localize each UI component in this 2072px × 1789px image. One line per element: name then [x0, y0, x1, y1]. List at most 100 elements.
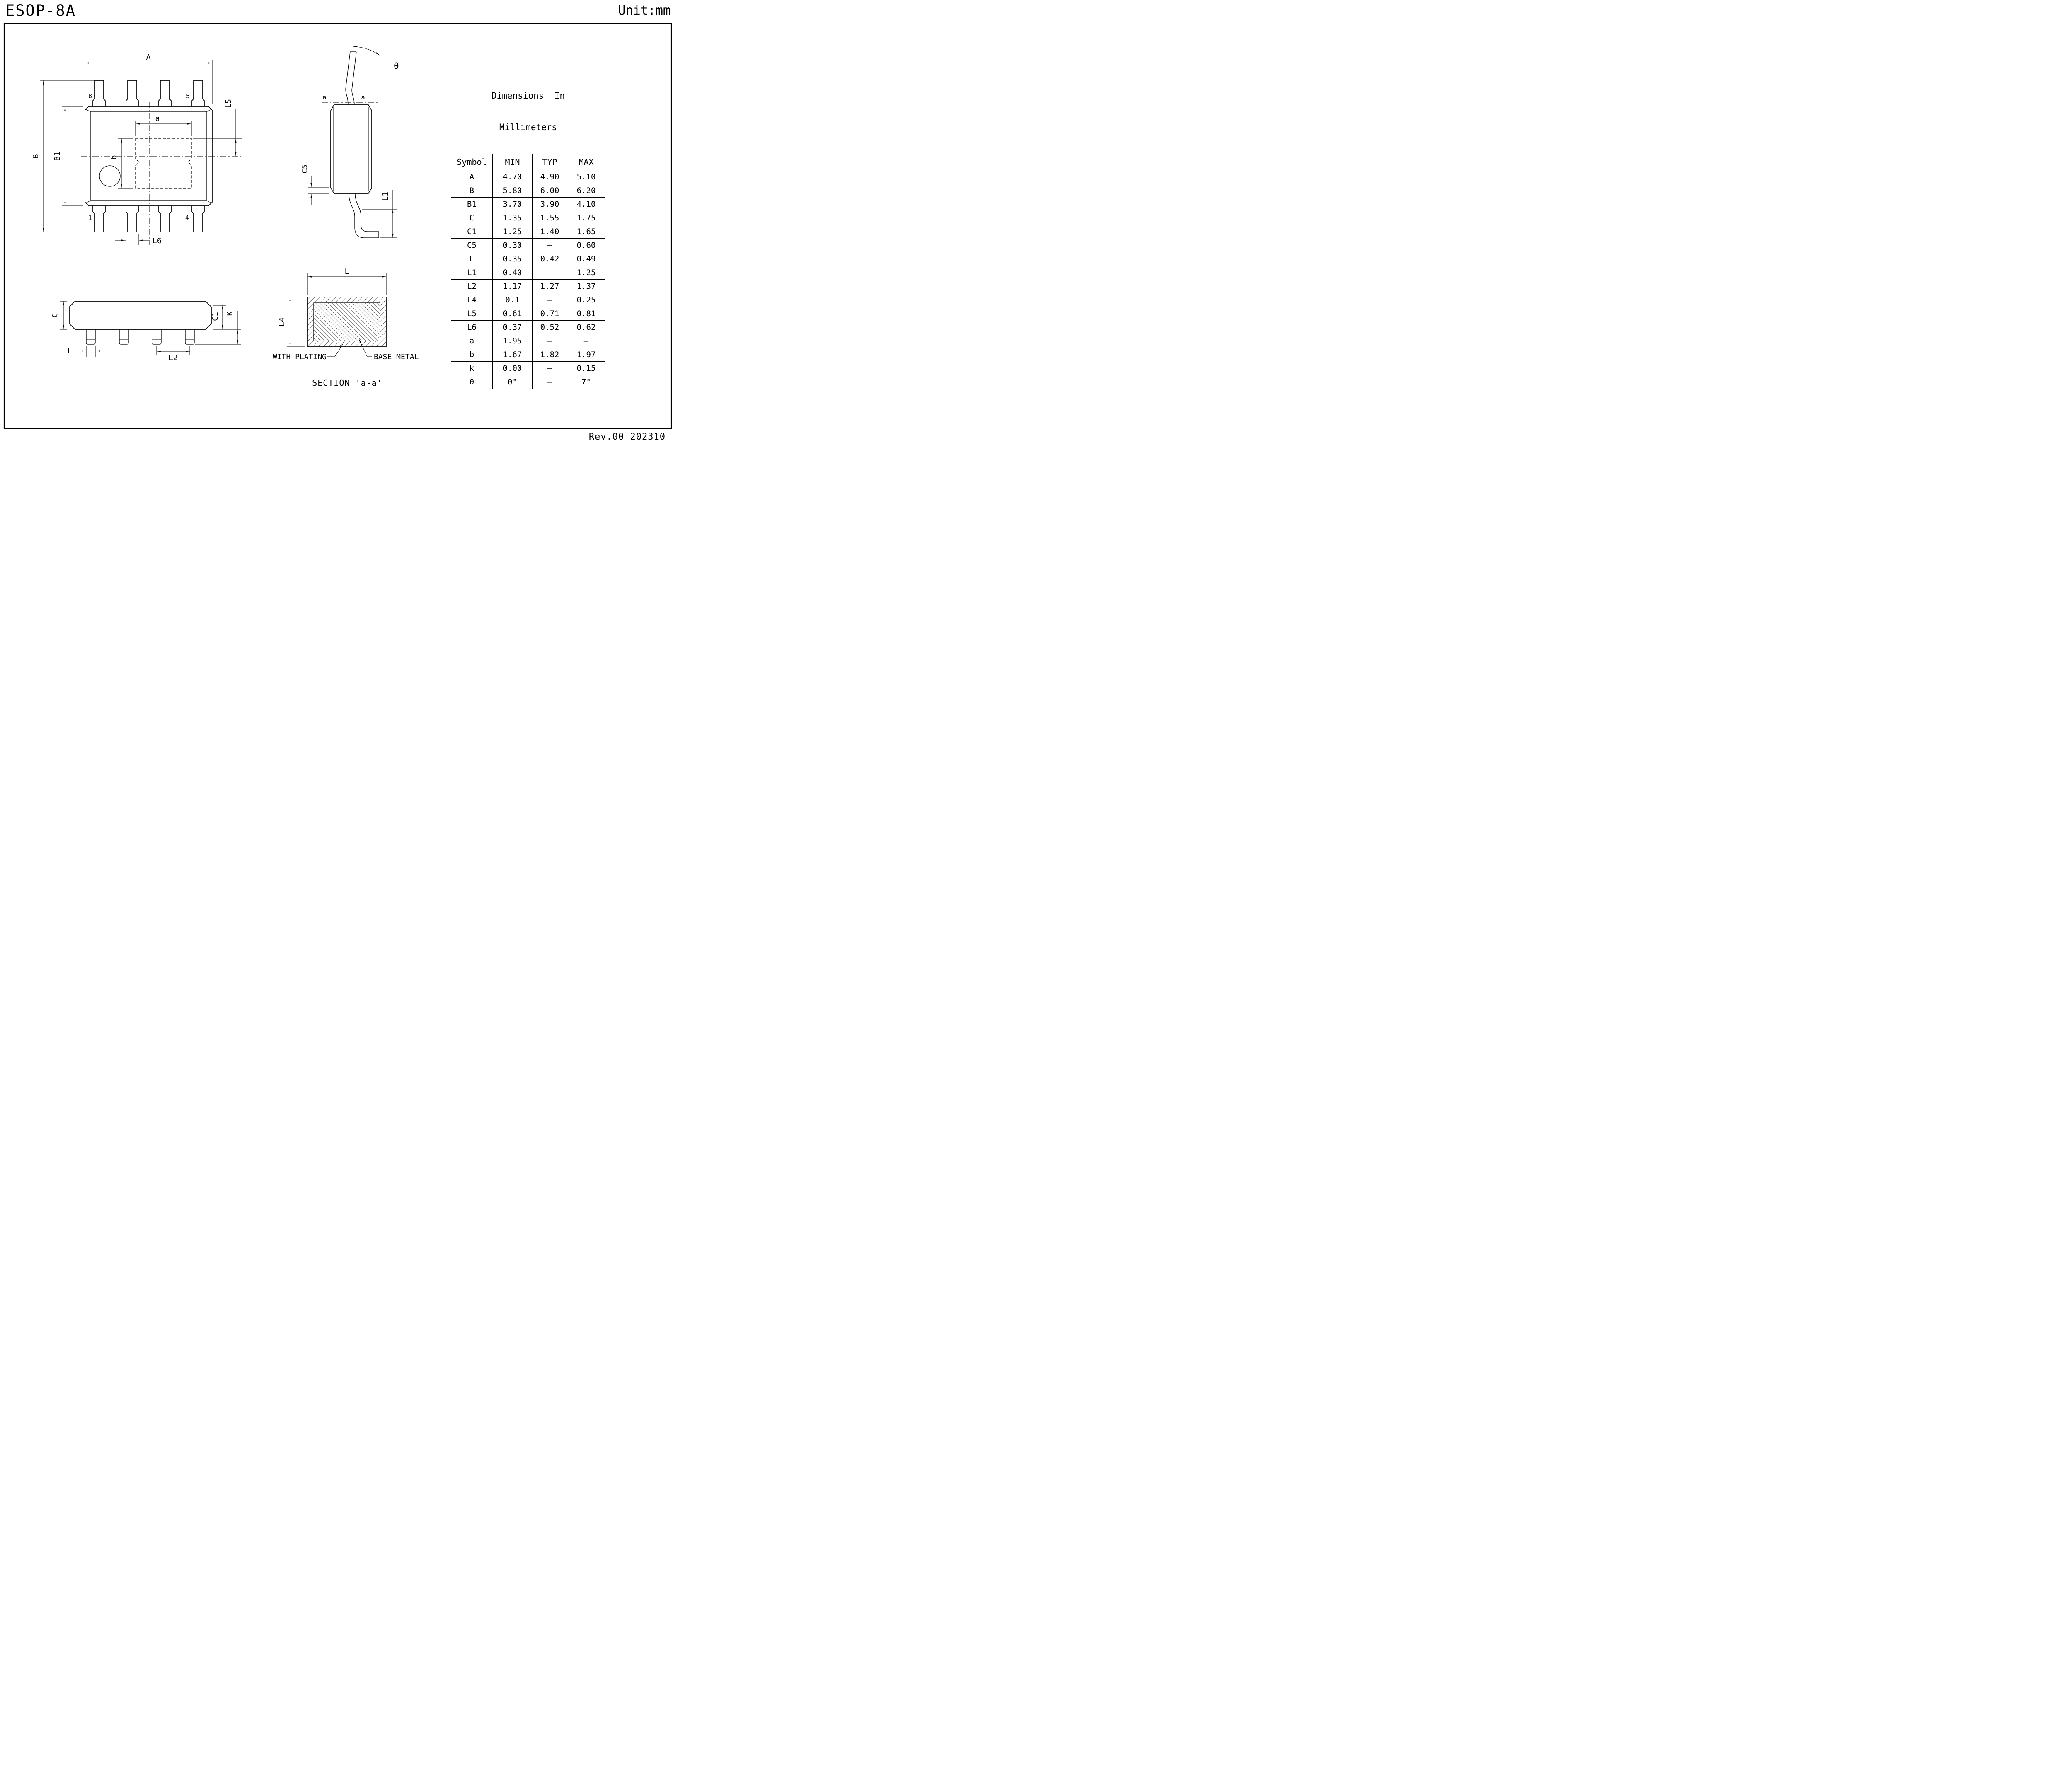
- dim-label-theta: θ: [394, 61, 399, 71]
- symbol-cell: L4: [451, 293, 493, 307]
- symbol-cell: L: [451, 251, 493, 266]
- dim-label-pad-b: b: [110, 155, 119, 160]
- top-view: A B B1 a b L5 L6 8 5 1 4: [31, 53, 242, 245]
- value-cell: 0.1: [492, 293, 533, 307]
- front-view-dimensions: [60, 301, 241, 357]
- dim-label-L4: L4: [278, 317, 286, 326]
- value-cell: 1.35: [492, 210, 533, 225]
- pin-number-5: 5: [186, 92, 190, 100]
- cut-label-a-right: a: [361, 94, 365, 101]
- pin-number-4: 4: [185, 214, 189, 222]
- plating-leader-line: [327, 344, 343, 357]
- dim-label-C: C: [51, 313, 59, 318]
- col-header-max: MAX: [566, 153, 606, 170]
- base-metal-label: BASE METAL: [374, 353, 419, 361]
- pin-number-1: 1: [88, 214, 92, 222]
- dim-label-B: B: [31, 154, 40, 159]
- page-title: ESOP-8A: [5, 2, 76, 19]
- symbol-cell: L5: [451, 306, 493, 321]
- symbol-cell: C5: [451, 238, 493, 252]
- value-cell: 1.95: [492, 334, 533, 348]
- symbol-cell: L2: [451, 279, 493, 293]
- value-cell: 7°: [566, 375, 606, 389]
- value-cell: –: [566, 334, 606, 348]
- col-header-min: MIN: [492, 153, 533, 170]
- base-metal-core: [313, 302, 380, 341]
- value-cell: 0.25: [566, 293, 606, 307]
- symbol-cell: a: [451, 334, 493, 348]
- symbol-cell: A: [451, 169, 493, 184]
- drawing-canvas: A B B1 a b L5 L6 8 5 1 4: [3, 23, 672, 429]
- value-cell: 0.37: [492, 320, 533, 334]
- value-cell: 5.80: [492, 183, 533, 198]
- pin1-indicator: [99, 165, 121, 187]
- section-view: L L4 WITH PLATING BASE METAL SECTION 'a-…: [273, 267, 419, 388]
- dimensions-table-grid: Dimensions In Millimeters Symbol MIN TYP…: [450, 70, 606, 389]
- value-cell: 0.40: [492, 265, 533, 280]
- side-view-dimensions: [308, 176, 397, 238]
- dim-label-L1: L1: [381, 192, 390, 201]
- value-cell: 0.42: [532, 251, 567, 266]
- value-cell: 1.75: [566, 210, 606, 225]
- value-cell: 1.67: [492, 347, 533, 362]
- value-cell: 4.90: [532, 169, 567, 184]
- dim-label-L2: L2: [169, 353, 178, 362]
- value-cell: –: [532, 238, 567, 252]
- dim-label-L6: L6: [152, 237, 162, 245]
- table-title-row: Dimensions In Millimeters: [450, 70, 606, 154]
- front-body-outline: [69, 301, 212, 330]
- value-cell: 1.55: [532, 210, 567, 225]
- symbol-cell: C1: [451, 224, 493, 239]
- value-cell: 0.15: [566, 361, 606, 375]
- dim-label-C5: C5: [300, 164, 309, 174]
- value-cell: 4.70: [492, 169, 533, 184]
- with-plating-label: WITH PLATING: [273, 353, 327, 361]
- dim-label-C1: C1: [211, 312, 220, 321]
- col-header-symbol: Symbol: [451, 153, 493, 170]
- base-metal-leader-line: [358, 338, 372, 357]
- value-cell: –: [532, 265, 567, 280]
- symbol-cell: L6: [451, 320, 493, 334]
- top-view-centerlines: [81, 102, 242, 245]
- value-cell: 0.60: [566, 238, 606, 252]
- value-cell: 3.70: [492, 197, 533, 211]
- value-cell: 5.10: [566, 169, 606, 184]
- symbol-cell: L1: [451, 265, 493, 280]
- bottom-lead: [349, 193, 379, 238]
- unit-label: Unit:mm: [618, 3, 670, 18]
- value-cell: 1.40: [532, 224, 567, 239]
- symbol-cell: k: [451, 361, 493, 375]
- theta-arc: [353, 46, 380, 56]
- dim-label-A: A: [146, 53, 151, 62]
- symbol-cell: B1: [451, 197, 493, 211]
- value-cell: 0.61: [492, 306, 533, 321]
- top-pins: [92, 80, 205, 232]
- value-cell: –: [532, 293, 567, 307]
- section-view-dimensions: [287, 273, 387, 347]
- value-cell: 0.49: [566, 251, 606, 266]
- exposed-pad-outline: [135, 138, 192, 189]
- value-cell: 0.71: [532, 306, 567, 321]
- value-cell: 0°: [492, 375, 533, 389]
- symbol-cell: θ: [451, 375, 493, 389]
- symbol-cell: C: [451, 210, 493, 225]
- value-cell: 1.25: [566, 265, 606, 280]
- value-cell: 1.25: [492, 224, 533, 239]
- symbol-cell: B: [451, 183, 493, 198]
- value-cell: 1.65: [566, 224, 606, 239]
- value-cell: 6.20: [566, 183, 606, 198]
- value-cell: –: [532, 334, 567, 348]
